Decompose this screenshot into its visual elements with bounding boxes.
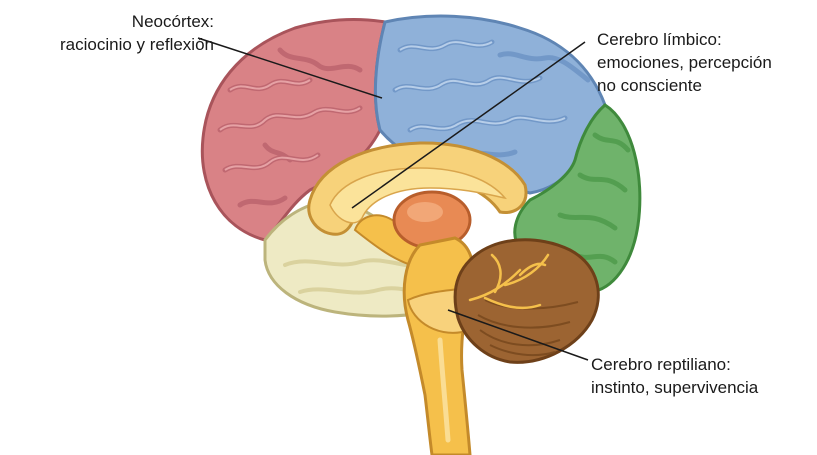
label-limbic-desc-2: no consciente [597, 74, 772, 97]
label-limbic: Cerebro límbico: emociones, percepción n… [597, 28, 772, 97]
cerebellum [455, 240, 598, 363]
label-reptilian: Cerebro reptiliano: instinto, superviven… [591, 353, 758, 399]
label-neocortex: Neocórtex: raciocinio y reflexión [0, 10, 214, 56]
thalamus-highlight [407, 202, 443, 222]
label-limbic-desc-1: emociones, percepción [597, 51, 772, 74]
cerebellum-shape [455, 240, 598, 363]
label-limbic-title: Cerebro límbico: [597, 28, 772, 51]
label-neocortex-desc: raciocinio y reflexión [0, 33, 214, 56]
label-reptilian-desc: instinto, supervivencia [591, 376, 758, 399]
label-reptilian-title: Cerebro reptiliano: [591, 353, 758, 376]
label-neocortex-title: Neocórtex: [0, 10, 214, 33]
